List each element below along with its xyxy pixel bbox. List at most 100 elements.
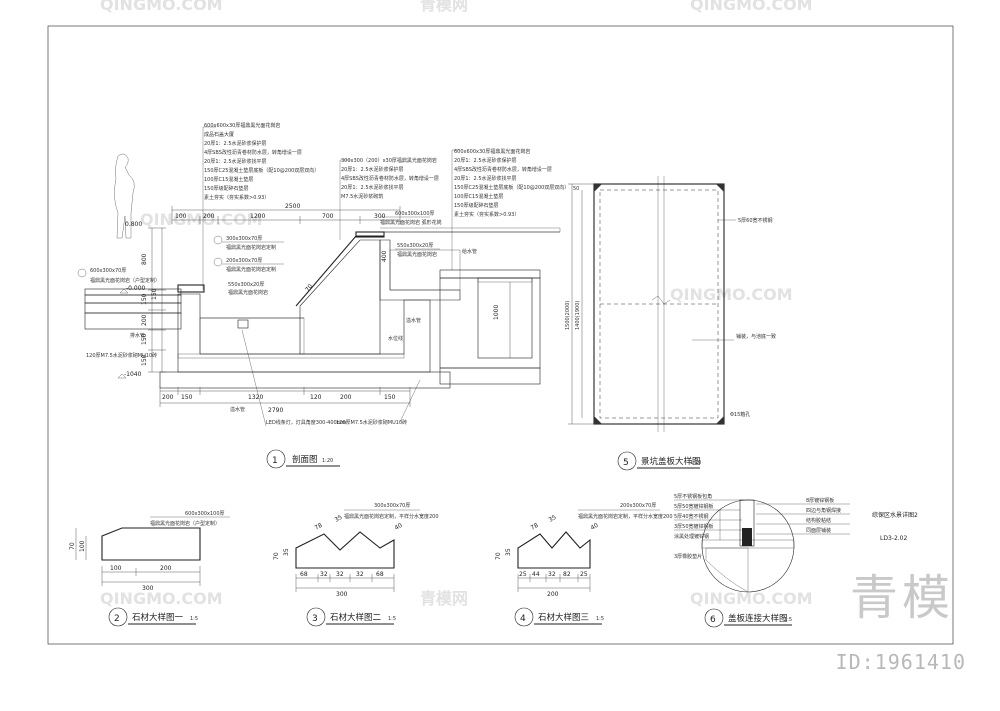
dim-label: 150 <box>181 394 193 401</box>
callout-note: 溢水管 <box>230 406 245 413</box>
dim-label: 120 <box>310 394 322 401</box>
note-line: 4厚SBS改性沥青卷材防水层，转角增设一层 <box>204 149 302 156</box>
note-line: 150厚级配碎石垫层 <box>204 185 249 192</box>
note-line: 同面层铺装 <box>806 527 831 534</box>
plate-note: 5厚60宽不锈钢 <box>738 217 773 224</box>
note-line: 4厚SBS改性沥青卷材防水层，转角增设一层 <box>454 166 552 173</box>
dim-label: 200 <box>203 213 215 220</box>
drawing-title: 综保区水景详图2 <box>872 511 918 519</box>
note-line: 5厚不锈钢板包角 <box>674 493 712 500</box>
view-number: 5 <box>623 458 629 468</box>
logo-watermark: QINGMO.COM <box>690 0 813 14</box>
cover-plate-view: 1500(2000) 1400(1900) 50 5厚60宽不锈钢 铺装，与池底… <box>565 176 776 471</box>
callout-note: 福鼎黑光面花岗岩定制 <box>226 266 276 273</box>
callout-spec: 300x300x70厚 <box>226 236 262 242</box>
view-title-2: 2 石材大样图一 1:5 <box>108 607 198 627</box>
dim-label: 300 <box>336 591 348 598</box>
view-title-6: 6 盖板连接大样图 1:5 <box>704 608 792 628</box>
view-scale: 1:5 <box>784 617 792 623</box>
dim-label: 32 <box>320 571 328 578</box>
plate-connection-detail: 5厚不锈钢板包角 5厚50宽镀锌钢板 5厚40宽不锈钢 3厚50宽镀锌钢板 涂黑… <box>674 493 850 628</box>
stone-note: 福鼎黑光面花岗岩定制，平样分水宽度200 <box>578 513 673 520</box>
callout-note: 120厚M7.5水泥砂浆砌MU10砖 <box>336 419 407 426</box>
logo-watermark: QINGMO.COM <box>670 285 793 304</box>
note-line: M7.5水泥砂浆砌筑 <box>341 193 383 200</box>
dim-label: 300 <box>142 585 154 592</box>
note-line: 100厚C15混凝土垫层 <box>454 193 503 200</box>
dim-label: 700 <box>322 213 334 220</box>
view-title: 剖面图 <box>292 454 318 465</box>
stone-detail-1: 600x300x100厚 福鼎黑光面花岗岩（户型定制） 100 200 300 … <box>69 511 230 627</box>
section-view: 600x600x30厚福鼎黑光面花岗岩 成品石盖大厦 20厚1：2.5水泥砂浆保… <box>77 122 569 469</box>
logo-watermark: QINGMO.COM <box>690 589 813 608</box>
note-line: 600x600x30厚福鼎黑光面花岗岩 <box>204 122 280 129</box>
view-title: 石材大样图三 <box>538 612 589 623</box>
note-line: 20厚1：2.5水泥砂浆保护层 <box>454 157 517 164</box>
dim-label: 200 <box>547 591 559 598</box>
callout-note: 给水管 <box>462 248 477 255</box>
dim-label: 400 <box>381 250 388 262</box>
id-watermark: ID:1961410 <box>835 650 966 674</box>
dim-label: 200 <box>162 394 174 401</box>
callout-note: 排水管 <box>130 332 145 339</box>
view-number: 2 <box>114 614 120 624</box>
title-block: 综保区水景详图2 LD3-2.02 <box>872 511 918 542</box>
note-line: 100厚C15混凝土垫层 <box>204 176 253 183</box>
section-callouts: 600x300x100厚 福鼎黑光面花岗岩 弧形花岗 550x300x20厚 福… <box>77 211 477 427</box>
view-number: 6 <box>710 615 716 625</box>
detail6-right-notes: 8厚镀锌钢板 四边与角钢焊接 结构胶粘结 同面层铺装 <box>756 497 850 535</box>
coping-stone <box>177 284 205 293</box>
note-line: 600x600x30厚福鼎黑光面花岗岩 <box>454 148 530 155</box>
human-figure-icon <box>114 153 135 239</box>
view-title: 景坑盖板大样图 <box>641 456 701 467</box>
note-line: 成品石盖大厦 <box>204 131 234 138</box>
stone-spec: 600x300x100厚 <box>185 511 225 517</box>
view-title: 石材大样图二 <box>330 612 382 623</box>
view-title-1: 1 剖面图 1:20 <box>266 449 340 469</box>
stone-spec: 200x300x70厚 <box>620 503 656 509</box>
drawing-number: LD3-2.02 <box>880 535 907 542</box>
pool-water <box>199 317 305 355</box>
dim-label: 100 <box>175 213 187 220</box>
dim-label: 100 <box>110 565 122 572</box>
top-dimensions: 2500 100 200 1200 700 300 <box>171 203 401 224</box>
callout-note: 120厚M7.5水泥砂浆砌MU10砖 <box>86 352 157 359</box>
note-line: 20厚1：2.5水泥砂浆找平层 <box>341 184 404 191</box>
stone-profile <box>101 527 201 561</box>
stone-note: 福鼎黑光面花岗岩定制，平样分水宽度200 <box>344 513 439 520</box>
note-line: 3厚50宽镀锌钢板 <box>674 523 714 530</box>
level-label: 0.800 <box>125 221 142 228</box>
right-material-notes: 600x600x30厚福鼎黑光面花岗岩 20厚1：2.5水泥砂浆保护层 4厚SB… <box>454 148 569 218</box>
dim-label: 25 <box>580 571 588 578</box>
dim-label: 150 <box>151 288 158 300</box>
note-line: 结构胶粘结 <box>806 517 831 524</box>
callout-spec: 200x300x70厚 <box>226 258 262 264</box>
dim-label: 800 <box>141 253 148 265</box>
note-line: 3厚橡胶垫片 <box>674 553 702 560</box>
dim-label: 1000 <box>493 305 500 320</box>
note-line: 150厚C25混凝土垫层底板（配10@200双层双向） <box>454 184 569 191</box>
logo-watermark: QINGMO.COM <box>140 210 263 229</box>
dim-label: 2790 <box>268 407 283 414</box>
note-line: 20厚1：2.5水泥砂浆保护层 <box>341 166 404 173</box>
led-light <box>237 319 249 329</box>
detail6-left-notes: 5厚不锈钢板包角 5厚50宽镀锌钢板 5厚40宽不锈钢 3厚50宽镀锌钢板 涂黑… <box>674 493 744 560</box>
view-scale: 1:20 <box>690 460 701 466</box>
plate-note: 铺装，与池底一致 <box>736 333 776 340</box>
note-line: 8厚镀锌钢板 <box>806 497 834 504</box>
dim-label: 1320 <box>248 394 263 401</box>
dim-label: 78 <box>314 522 324 532</box>
view-number: 4 <box>520 614 526 624</box>
dim-label: 2500 <box>285 203 300 210</box>
dim-label: 100 <box>79 540 86 552</box>
logo-watermark: QINGMO.COM <box>100 0 223 14</box>
callout-note: 福鼎黑光面花岗岩 <box>397 251 437 258</box>
sheet-border <box>47 25 954 645</box>
plate-note: Φ15箱孔 <box>730 411 750 418</box>
note-line: 素土夯实（夯实系数>0.93） <box>204 194 269 201</box>
stone-profile <box>517 531 591 569</box>
view-scale: 1:5 <box>596 616 604 622</box>
stone-note: 福鼎黑光面花岗岩（户型定制） <box>150 520 220 527</box>
level-label: -1040 <box>124 371 142 378</box>
callout-note: 水位线 <box>388 335 403 342</box>
